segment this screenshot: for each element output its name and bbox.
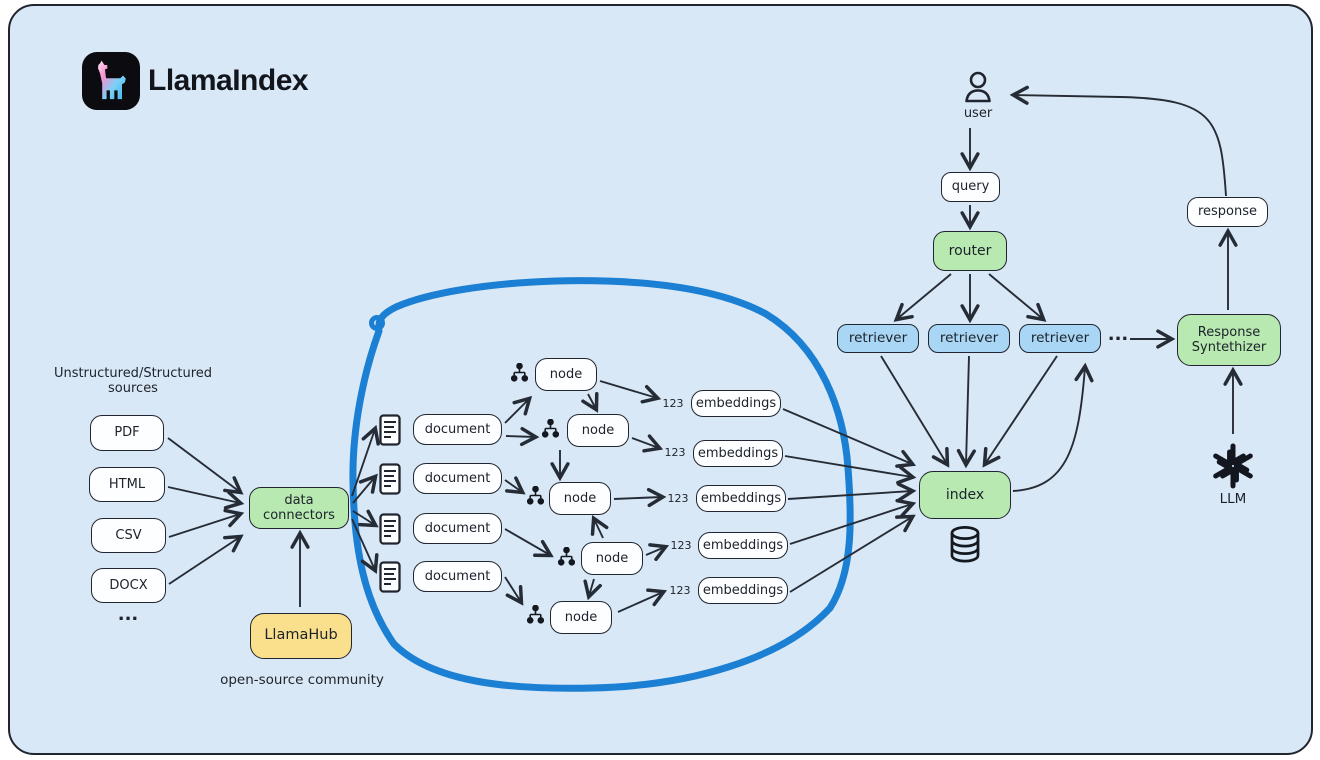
retriever-box: retriever <box>928 324 1010 353</box>
embeddings-box: embeddings <box>698 577 788 604</box>
source-box-html: HTML <box>89 467 165 502</box>
openai-llm-icon <box>1206 439 1260 493</box>
node-box: node <box>535 358 597 391</box>
document-icon <box>379 414 401 446</box>
source-box-pdf: PDF <box>90 415 164 451</box>
hierarchy-icon <box>542 419 559 438</box>
data-connectors-box: data connectors <box>249 487 349 529</box>
document-icon <box>379 513 401 545</box>
embedding-badge: 123 <box>664 446 686 459</box>
embedding-badge: 123 <box>670 539 692 552</box>
embeddings-box: embeddings <box>698 532 788 559</box>
node-box: node <box>549 482 611 515</box>
node-box: node <box>550 601 612 634</box>
embedding-badge: 123 <box>667 492 689 505</box>
document-box: document <box>413 463 502 494</box>
hierarchy-icon <box>558 547 575 566</box>
llamahub-caption: open-source community <box>220 672 384 688</box>
retriever-box: retriever <box>1019 324 1101 353</box>
sources-heading: Unstructured/Structured sources <box>53 366 213 396</box>
document-icon <box>379 561 401 593</box>
response-box: response <box>1187 197 1268 227</box>
embeddings-box: embeddings <box>691 390 781 417</box>
sources-ellipsis: ... <box>117 604 139 625</box>
user-label: user <box>963 106 993 121</box>
database-icon <box>947 525 983 565</box>
node-box: node <box>581 542 643 575</box>
retriever-box: retriever <box>837 324 919 353</box>
embeddings-box: embeddings <box>696 485 786 512</box>
document-box: document <box>413 414 502 445</box>
router-box: router <box>933 231 1007 271</box>
embedding-badge: 123 <box>662 397 684 410</box>
hierarchy-icon <box>511 363 528 382</box>
llamahub-box: LlamaHub <box>250 613 352 659</box>
hierarchy-icon <box>527 605 544 624</box>
query-box: query <box>941 172 1000 202</box>
retriever-ellipsis: ... <box>1107 324 1129 345</box>
response-synthesizer-box: Response Syntethizer <box>1177 314 1281 366</box>
document-box: document <box>413 513 502 544</box>
llamaindex-logo <box>82 52 140 110</box>
source-box-docx: DOCX <box>91 568 166 603</box>
llama-icon <box>98 60 126 100</box>
page-title: LlamaIndex <box>148 64 309 97</box>
user-icon <box>961 71 995 108</box>
document-icon <box>379 463 401 495</box>
source-box-csv: CSV <box>91 518 166 553</box>
document-box: document <box>413 561 502 592</box>
embeddings-box: embeddings <box>693 440 783 467</box>
node-box: node <box>567 414 629 447</box>
index-box: index <box>919 471 1011 519</box>
llm-label: LLM <box>1219 491 1247 507</box>
hierarchy-icon <box>527 486 544 505</box>
embedding-badge: 123 <box>669 584 691 597</box>
